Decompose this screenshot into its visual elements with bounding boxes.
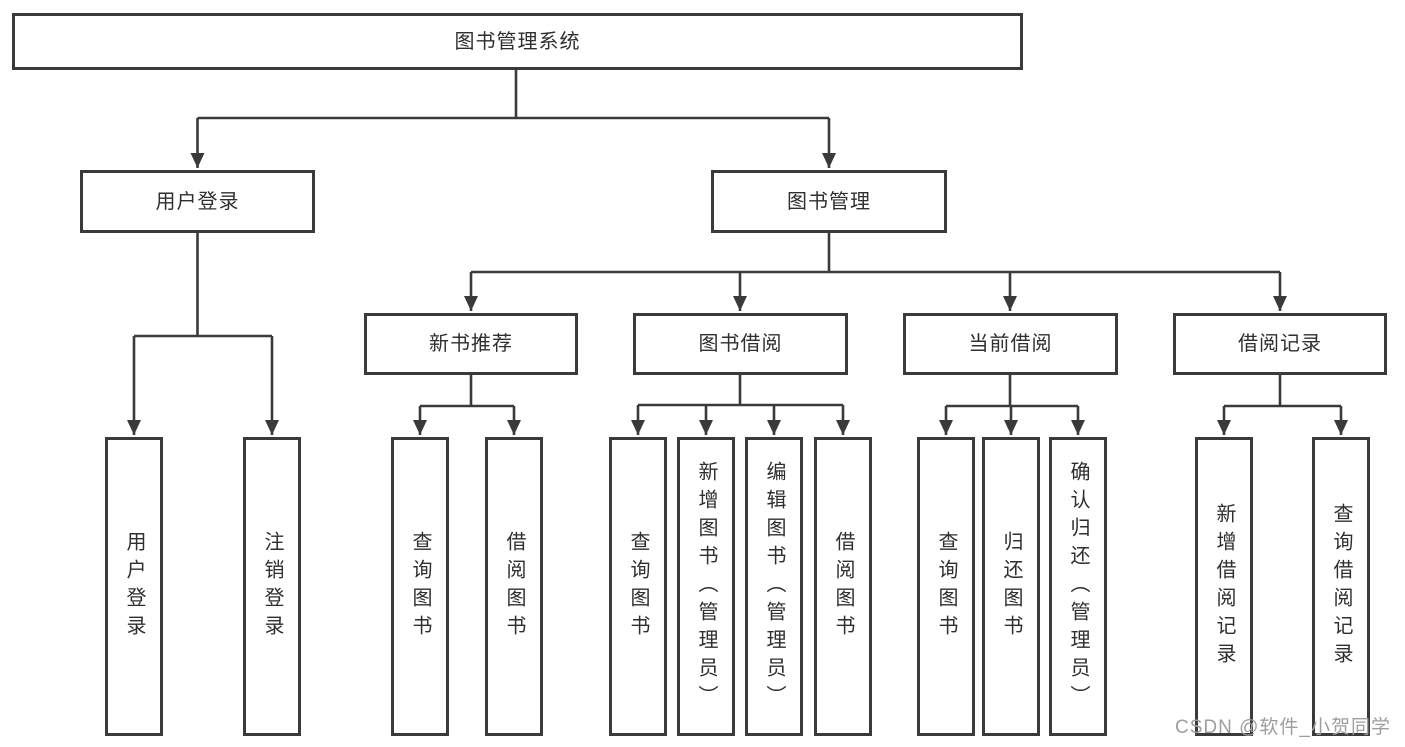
csdn-watermark: CSDN @软件_小贺同学 xyxy=(1175,717,1391,738)
node-label: 查询图书 xyxy=(935,530,957,643)
leaf-query-books-current: 查询图书 xyxy=(917,437,975,736)
node-borrowing-records: 借阅记录 xyxy=(1173,313,1387,375)
node-label: 注销登录 xyxy=(261,530,283,643)
leaf-confirm-return-admin: 确认归还（管理员） xyxy=(1049,437,1107,736)
node-label: 查询图书 xyxy=(627,530,649,643)
node-book-borrowing: 图书借阅 xyxy=(633,313,848,375)
node-user-login-branch: 用户登录 xyxy=(80,170,315,233)
node-label: 归还图书 xyxy=(1000,530,1022,643)
node-label: 新增借阅记录 xyxy=(1213,502,1235,671)
node-label: 查询图书 xyxy=(409,530,431,643)
node-current-borrowing: 当前借阅 xyxy=(903,313,1118,375)
node-new-book-recommendation: 新书推荐 xyxy=(364,313,578,375)
node-label: 用户登录 xyxy=(155,190,240,213)
node-label: 查询借阅记录 xyxy=(1330,502,1352,671)
node-label: 新书推荐 xyxy=(429,333,513,355)
node-label: 新增图书（管理员） xyxy=(695,460,717,713)
leaf-return-books: 归还图书 xyxy=(982,437,1040,736)
leaf-query-books-recommend: 查询图书 xyxy=(391,437,449,736)
leaf-add-borrow-record: 新增借阅记录 xyxy=(1195,437,1253,736)
leaf-add-books-admin: 新增图书（管理员） xyxy=(677,437,735,736)
node-label: 图书管理 xyxy=(787,190,871,213)
node-library-management-system: 图书管理系统 xyxy=(12,13,1023,70)
node-label: 借阅图书 xyxy=(503,530,525,643)
leaf-edit-books-admin: 编辑图书（管理员） xyxy=(745,437,803,736)
node-book-management-branch: 图书管理 xyxy=(711,170,947,233)
node-label: 用户登录 xyxy=(123,530,145,643)
node-label: 确认归还（管理员） xyxy=(1067,460,1089,713)
leaf-query-borrow-record: 查询借阅记录 xyxy=(1312,437,1370,736)
leaf-logout: 注销登录 xyxy=(243,437,301,736)
node-label: 当前借阅 xyxy=(968,333,1053,355)
node-label: 图书管理系统 xyxy=(454,30,581,53)
leaf-borrow-books-borrowing: 借阅图书 xyxy=(814,437,872,736)
leaf-borrow-books-recommend: 借阅图书 xyxy=(485,437,543,736)
node-label: 图书借阅 xyxy=(698,333,783,355)
node-label: 借阅记录 xyxy=(1238,333,1322,355)
leaf-user-login: 用户登录 xyxy=(105,437,163,736)
node-label: 编辑图书（管理员） xyxy=(763,460,785,713)
node-label: 借阅图书 xyxy=(832,530,854,643)
leaf-query-books-borrowing: 查询图书 xyxy=(609,437,667,736)
